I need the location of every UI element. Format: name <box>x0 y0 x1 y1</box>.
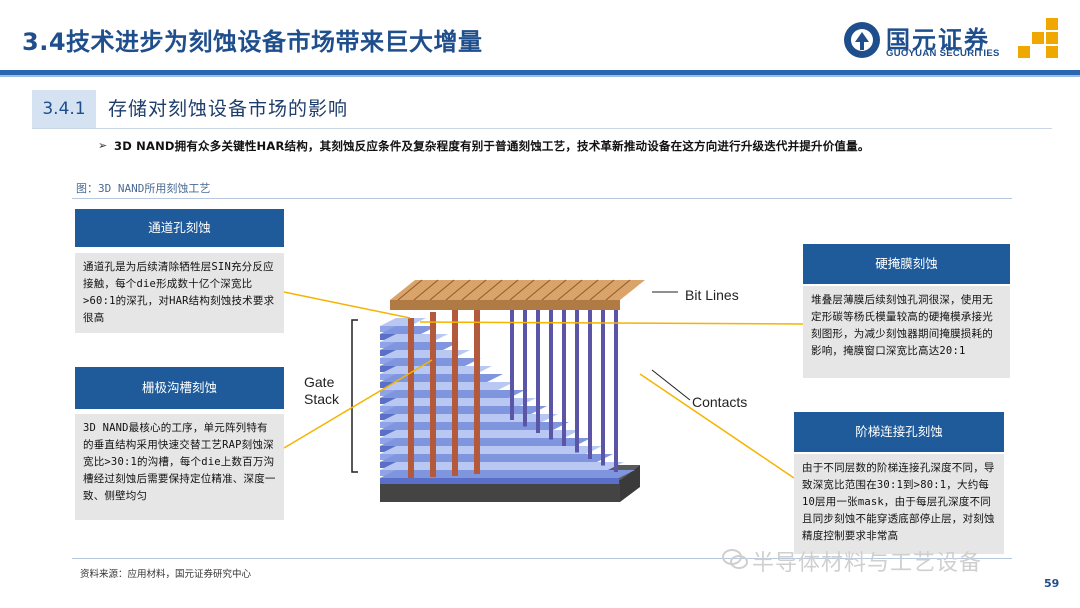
page-number: 59 <box>1044 577 1060 590</box>
figure-caption: 图：3D NAND所用刻蚀工艺 <box>76 182 211 195</box>
stack-layer-top <box>380 318 426 326</box>
contact-pillar <box>549 295 553 440</box>
section-divider <box>32 128 1052 129</box>
3d-nand-diagram: Bit Lines Gate Stack Contacts <box>304 279 747 502</box>
bit-line <box>541 279 567 301</box>
stack-layer-top <box>380 382 514 390</box>
gate-stack-label-2: Stack <box>304 391 340 407</box>
bit-line <box>477 279 503 301</box>
stack-layer-top <box>380 350 470 358</box>
bit-lines <box>390 279 645 310</box>
section-title: 存储对刻蚀设备市场的影响 <box>108 98 349 120</box>
source-divider <box>72 558 1012 559</box>
bit-line <box>557 279 583 301</box>
stack-layer-top <box>380 374 503 382</box>
box-body-channel-hole: 通道孔是为后续清除牺牲层SIN充分反应接触，每个die形成数十亿个深宽比>60:… <box>75 253 284 333</box>
bit-line <box>509 279 535 301</box>
slide-title: 3.4技术进步为刻蚀设备市场带来巨大增量 <box>22 28 483 56</box>
bit-line <box>461 279 487 301</box>
logo-english-name: GUOYUAN SECURITIES <box>886 48 1000 59</box>
contact-pillar <box>575 292 579 453</box>
stack-layer-top <box>380 342 459 350</box>
contact-pillar <box>523 298 527 427</box>
contact-pillar <box>614 288 618 472</box>
stack-layer-top <box>380 406 547 414</box>
stack-layer <box>380 478 619 484</box>
box-title-gate-trench: 栅极沟槽刻蚀 <box>75 367 284 409</box>
bit-line <box>589 279 615 301</box>
box-body-staircase-contact: 由于不同层数的阶梯连接孔深度不同，导致深宽比范围在30:1到>80:1，大约每1… <box>794 454 1004 554</box>
gate-stack-label-1: Gate <box>304 374 335 390</box>
bit-line <box>493 279 519 301</box>
box-body-hard-mask: 堆叠层薄膜后续刻蚀孔洞很深，使用无定形碳等杨氏模量较高的硬掩模承接光刻图形，为减… <box>803 286 1010 378</box>
bit-line <box>445 279 471 301</box>
contact-pillar <box>536 297 540 433</box>
box-title-channel-hole: 通道孔刻蚀 <box>75 209 284 247</box>
bullet-arrow-icon: ➢ <box>98 139 108 152</box>
stack-layer-top <box>380 470 635 478</box>
logo-squares-icon <box>1018 18 1058 58</box>
bit-line <box>605 279 631 301</box>
logo-chinese-name: 国元证券 <box>886 26 990 54</box>
box-title-staircase-contact: 阶梯连接孔刻蚀 <box>794 412 1004 452</box>
contact-pillar <box>510 300 514 420</box>
section-number: 3.4.1 <box>32 90 96 128</box>
box-title-hard-mask: 硬掩膜刻蚀 <box>803 244 1010 284</box>
stack-layer-top <box>380 462 624 470</box>
box-body-gate-trench: 3D NAND最核心的工序，单元阵列特有的垂直结构采用快速交替工艺RAP刻蚀深宽… <box>75 414 284 520</box>
stack-layer-top <box>380 454 613 462</box>
gate-stack-bracket <box>351 319 358 473</box>
bullet-text: 3D NAND拥有众多关键性HAR结构，其刻蚀反应条件及复杂程度有别于普通刻蚀工… <box>114 139 870 153</box>
gate-stack-layers <box>380 318 635 484</box>
bit-line <box>573 279 599 301</box>
contact-pillar <box>562 294 566 446</box>
watermark-text: 半导体材料与工艺设备 <box>752 551 983 576</box>
contact-pillars <box>510 288 618 472</box>
contact-pillar <box>588 291 592 459</box>
bit-line <box>413 279 439 301</box>
bit-line <box>525 279 551 301</box>
stack-layer-top <box>380 414 558 422</box>
contact-pillar <box>601 289 605 466</box>
source-note: 资料来源：应用材料，国元证券研究中心 <box>80 569 252 580</box>
figure-divider <box>72 198 1012 199</box>
bit-line <box>429 279 455 301</box>
bit-lines-label: Bit Lines <box>685 287 739 303</box>
header-divider-light <box>0 75 1080 77</box>
header-divider <box>0 70 1080 75</box>
guoyuan-logo-icon <box>844 22 880 58</box>
contacts-label: Contacts <box>692 394 747 410</box>
wechat-icon <box>722 549 748 569</box>
